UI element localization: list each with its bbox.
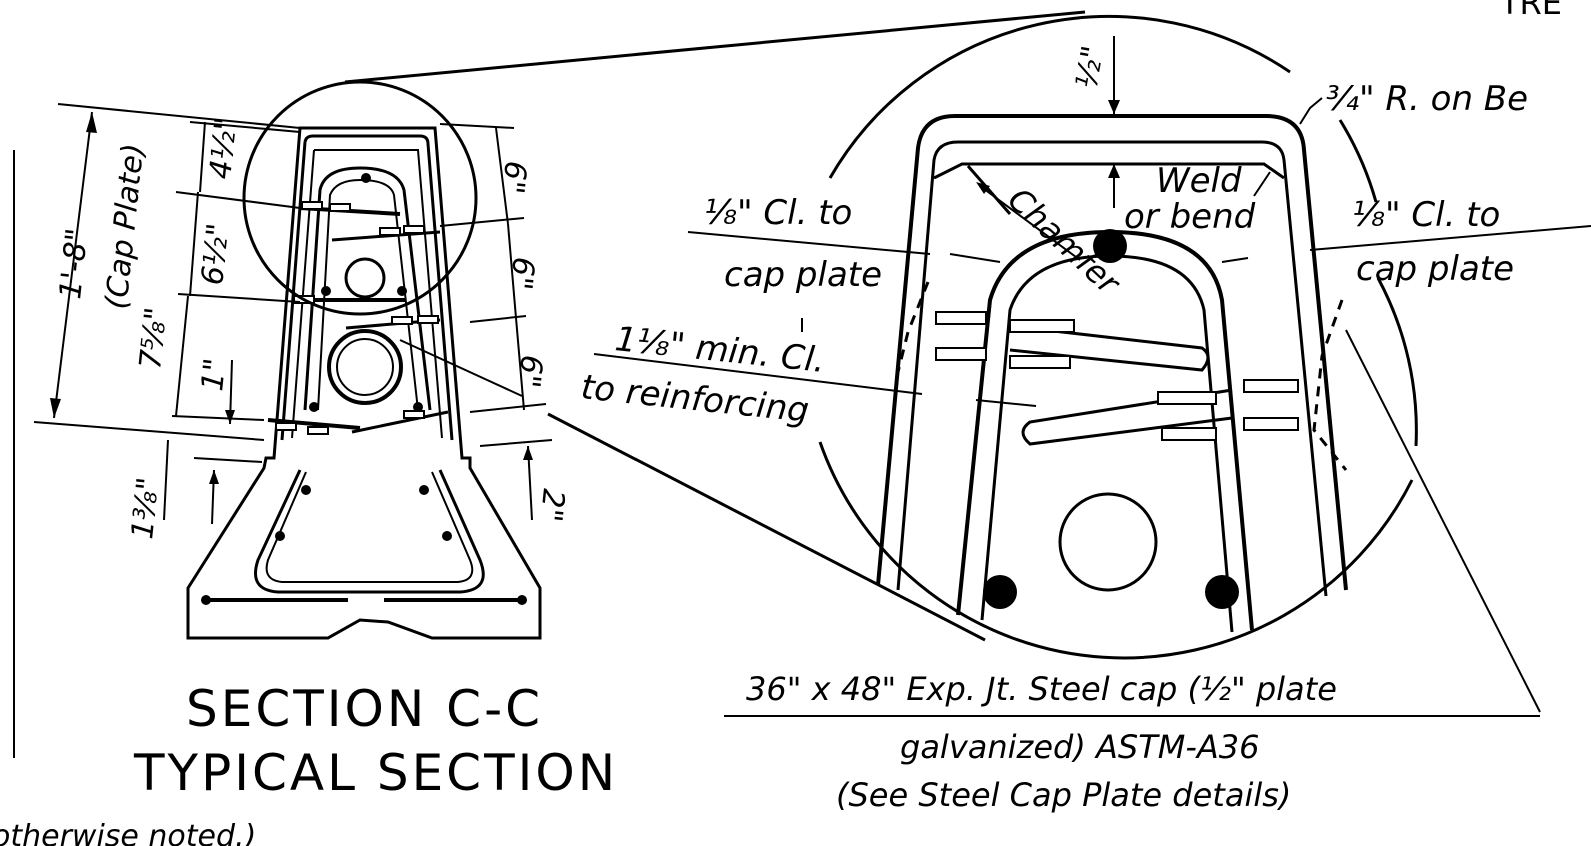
weld-hatch	[935, 311, 1299, 441]
dim-a-label: 4½"	[203, 116, 244, 181]
enlarged-detail	[593, 14, 1591, 717]
clear-right-line1: ⅛" Cl. to	[1352, 195, 1500, 235]
corner-partial-text: TRE	[1499, 0, 1562, 22]
min-clear-line1: 1⅛" min. Cl.	[613, 319, 827, 381]
cap-note-line3: (See Steel Cap Plate details)	[836, 776, 1291, 814]
clear-left-line2: cap plate	[724, 255, 882, 295]
dim-b-label: 6½"	[195, 222, 236, 287]
dim-d-label: 1"	[195, 356, 233, 392]
cap-note-line2: galvanized) ASTM-A36	[900, 728, 1260, 766]
dim-right-3-label: 6"	[511, 353, 549, 389]
top-dim-label: ½"	[1069, 43, 1111, 91]
weld-note-line1: Weld	[1156, 161, 1242, 201]
footer-partial-note: otherwise noted.)	[0, 819, 256, 846]
clear-left-line1: ⅛" Cl. to	[704, 193, 852, 233]
bend-radius-note: ¾" R. on Be	[1326, 79, 1528, 119]
dim-right-1-label: 6"	[495, 159, 533, 195]
weld-note-line2: or bend	[1124, 197, 1256, 237]
dim-c-label: 7⅝"	[133, 306, 174, 371]
section-subtitle: TYPICAL SECTION	[133, 744, 618, 802]
dim-total-note: (Cap Plate)	[99, 142, 151, 311]
left-dimensions	[33, 103, 301, 525]
clear-right-line2: cap plate	[1356, 249, 1514, 289]
right-dimensions	[439, 123, 553, 521]
dim-right-4-label: 2"	[533, 487, 571, 523]
section-title: SECTION C-C	[186, 680, 543, 738]
dim-e-label: 1⅜"	[125, 476, 166, 541]
dim-right-2-label: 6"	[503, 255, 541, 291]
cap-note-line1: 36" x 48" Exp. Jt. Steel cap (½" plate	[746, 670, 1337, 708]
barrier-section	[186, 80, 542, 640]
dim-total-label: 1'-8"	[53, 227, 95, 301]
